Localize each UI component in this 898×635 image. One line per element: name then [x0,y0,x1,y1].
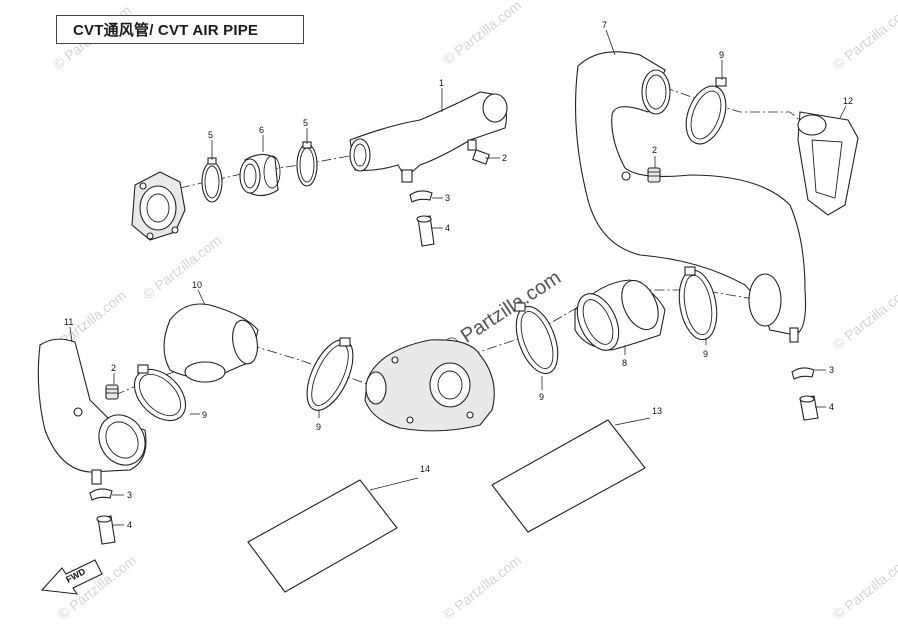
rubber-coupler [239,153,281,197]
spring-clip [89,488,113,501]
air-pipe-7 [575,51,807,343]
drain-plug [799,395,819,421]
hose-clamp [678,266,718,341]
callout-11: 11 [64,317,73,327]
callout-5: 5 [303,118,308,128]
callout-14: 14 [420,464,430,474]
air-housing-11 [37,338,147,485]
connector-fitting [472,149,490,165]
callout-4: 4 [445,223,450,233]
callout-8: 8 [622,358,627,368]
callout-3: 3 [445,193,450,203]
callout-2: 2 [502,153,507,163]
hose-clamp [685,77,727,145]
callout-2: 2 [111,363,116,373]
callout-9: 9 [703,349,708,359]
callout-9: 9 [202,410,207,420]
callout-5: 5 [208,130,213,140]
callout-13: 13 [652,406,662,416]
drain-plug [416,215,435,247]
callout-9: 9 [539,392,544,402]
leader-lines [69,29,847,526]
label-sticker-14 [247,479,398,593]
air-pipe-1 [349,91,508,183]
callout-10: 10 [192,280,202,290]
label-sticker-13 [491,419,646,533]
callout-4: 4 [829,402,834,412]
callout-3: 3 [127,490,132,500]
cvt-housing [364,339,495,432]
hose-clamp [201,157,223,203]
callout-12: 12 [843,96,853,106]
callout-2: 2 [652,145,657,155]
callout-1: 1 [439,78,444,88]
hose-clamp [133,364,187,422]
spring-clip [791,367,815,380]
fitting-spring [105,384,119,400]
callout-4: 4 [127,520,132,530]
duct-8 [574,279,666,351]
callout-6: 6 [259,125,264,135]
fitting-spring [647,167,661,183]
hose-clamp [306,337,354,411]
callout-9: 9 [719,50,724,60]
callout-9: 9 [316,422,321,432]
drain-plug [96,515,116,545]
callout-7: 7 [602,20,607,30]
callout-3: 3 [829,365,834,375]
elbow-duct-10 [163,303,259,383]
spring-clip [409,190,433,203]
forward-arrow-icon: FWD [40,559,103,595]
flange-housing [131,171,186,241]
intake-duct-12 [797,111,859,216]
hose-clamp [514,302,559,375]
diagram-title: CVT通风管/ CVT AIR PIPE [73,22,259,39]
hose-clamp [296,141,318,187]
diagram-title-box: CVT通风管/ CVT AIR PIPE [56,15,304,44]
